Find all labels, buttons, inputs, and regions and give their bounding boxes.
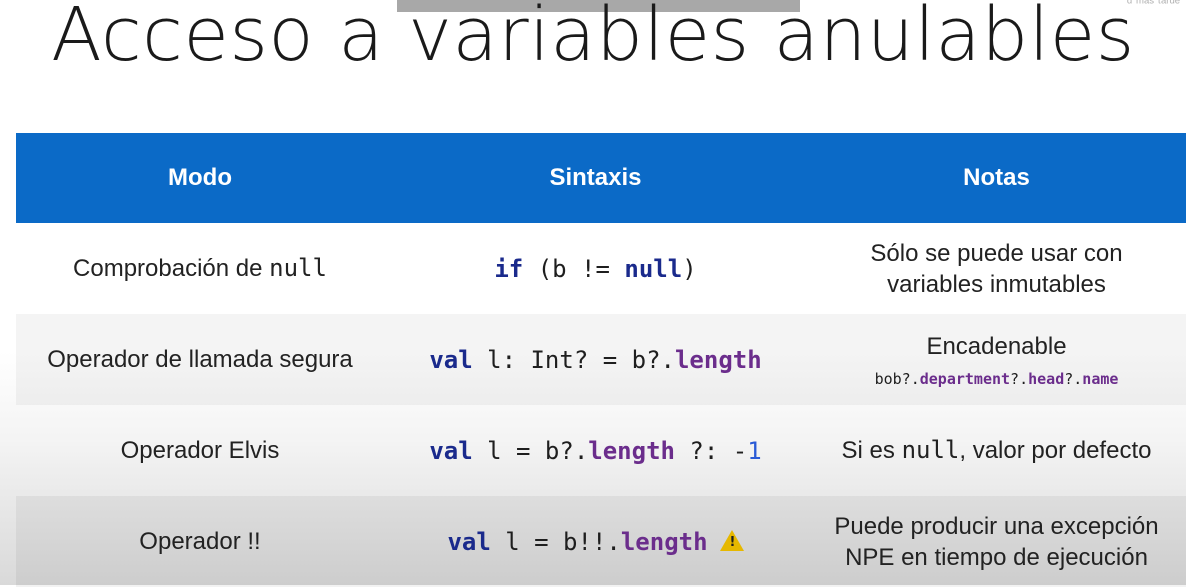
code-keyword: val bbox=[429, 436, 473, 465]
code-text: l = b!!. bbox=[490, 527, 621, 556]
code-text: ?. bbox=[1064, 370, 1083, 388]
mode-text: Operador !! bbox=[139, 528, 261, 555]
notes-cell: Si es null, valor por defecto bbox=[807, 405, 1186, 496]
mode-cell: Comprobación de null bbox=[16, 223, 384, 314]
code-property: length bbox=[620, 527, 708, 556]
code-keyword: val bbox=[429, 345, 473, 374]
code-keyword: null bbox=[624, 254, 683, 283]
notes-text: , valor por defecto bbox=[959, 437, 1152, 464]
code-text: l = b?. bbox=[472, 436, 589, 465]
mode-cell: Operador de llamada segura bbox=[16, 314, 384, 405]
table-header-row: Modo Sintaxis Notas bbox=[16, 133, 1186, 223]
mode-text: Operador de llamada segura bbox=[47, 346, 353, 373]
table-row: Operador Elvis val l = b?.length ?: -1 S… bbox=[16, 405, 1186, 496]
notes-line: NPE en tiempo de ejecución bbox=[845, 543, 1148, 571]
code-text: ) bbox=[682, 254, 697, 283]
mode-text: Comprobación de bbox=[73, 255, 270, 282]
table-row: Operador de llamada segura val l: Int? =… bbox=[16, 314, 1186, 405]
code-text: (b != bbox=[523, 254, 625, 283]
notes-line: Puede producir una excepción bbox=[834, 512, 1159, 540]
notes-line: Sólo se puede usar con bbox=[870, 239, 1123, 267]
notes-line: variables inmutables bbox=[887, 270, 1106, 298]
code-text: bob?. bbox=[874, 370, 920, 388]
notes-text: Si es bbox=[841, 437, 902, 464]
syntax-cell: val l: Int? = b?.length bbox=[384, 314, 807, 405]
syntax-cell: if (b != null) bbox=[384, 223, 807, 314]
notes-cell: Puede producir una excepción NPE en tiem… bbox=[807, 496, 1186, 587]
code-number: 1 bbox=[747, 436, 762, 465]
code-property: name bbox=[1082, 370, 1119, 388]
notes-line: Encadenable bbox=[926, 333, 1067, 360]
mode-code: null bbox=[269, 254, 327, 282]
slide-title: Acceso a variables anulables bbox=[51, 0, 1135, 78]
code-property: length bbox=[588, 436, 675, 465]
code-property: head bbox=[1028, 370, 1065, 388]
syntax-table: Modo Sintaxis Notas Comprobación de null… bbox=[16, 133, 1186, 587]
header-modo: Modo bbox=[168, 164, 232, 191]
code-text: ?: - bbox=[674, 436, 748, 465]
warning-icon: ! bbox=[719, 529, 744, 551]
header-sintaxis: Sintaxis bbox=[549, 164, 642, 191]
notes-code: null bbox=[901, 436, 960, 464]
code-keyword: val bbox=[447, 527, 491, 556]
code-property: department bbox=[919, 370, 1011, 388]
syntax-cell: val l = b?.length ?: -1 bbox=[384, 405, 807, 496]
notes-cell: Encadenable bob?.department?.head?.name bbox=[807, 314, 1186, 405]
notes-cell: Sólo se puede usar con variables inmutab… bbox=[807, 223, 1186, 314]
code-text: l: Int? = b?. bbox=[472, 345, 675, 374]
mode-cell: Operador Elvis bbox=[16, 405, 384, 496]
corner-text: ᵈ ᵐᵃˢ ᵗᵃʳᵈᵉ bbox=[1126, 0, 1180, 10]
syntax-cell: val l = b!!.length! bbox=[384, 496, 807, 587]
video-top-bar bbox=[397, 0, 800, 12]
table-row: Comprobación de null if (b != null) Sólo… bbox=[16, 223, 1186, 314]
table-row: Operador !! val l = b!!.length! Puede pr… bbox=[16, 496, 1186, 587]
header-notas: Notas bbox=[963, 164, 1030, 191]
mode-cell: Operador !! bbox=[16, 496, 384, 587]
code-keyword: if bbox=[494, 254, 524, 283]
mode-text: Operador Elvis bbox=[120, 437, 280, 464]
code-text: ?. bbox=[1010, 370, 1029, 388]
code-property: length bbox=[674, 345, 762, 374]
